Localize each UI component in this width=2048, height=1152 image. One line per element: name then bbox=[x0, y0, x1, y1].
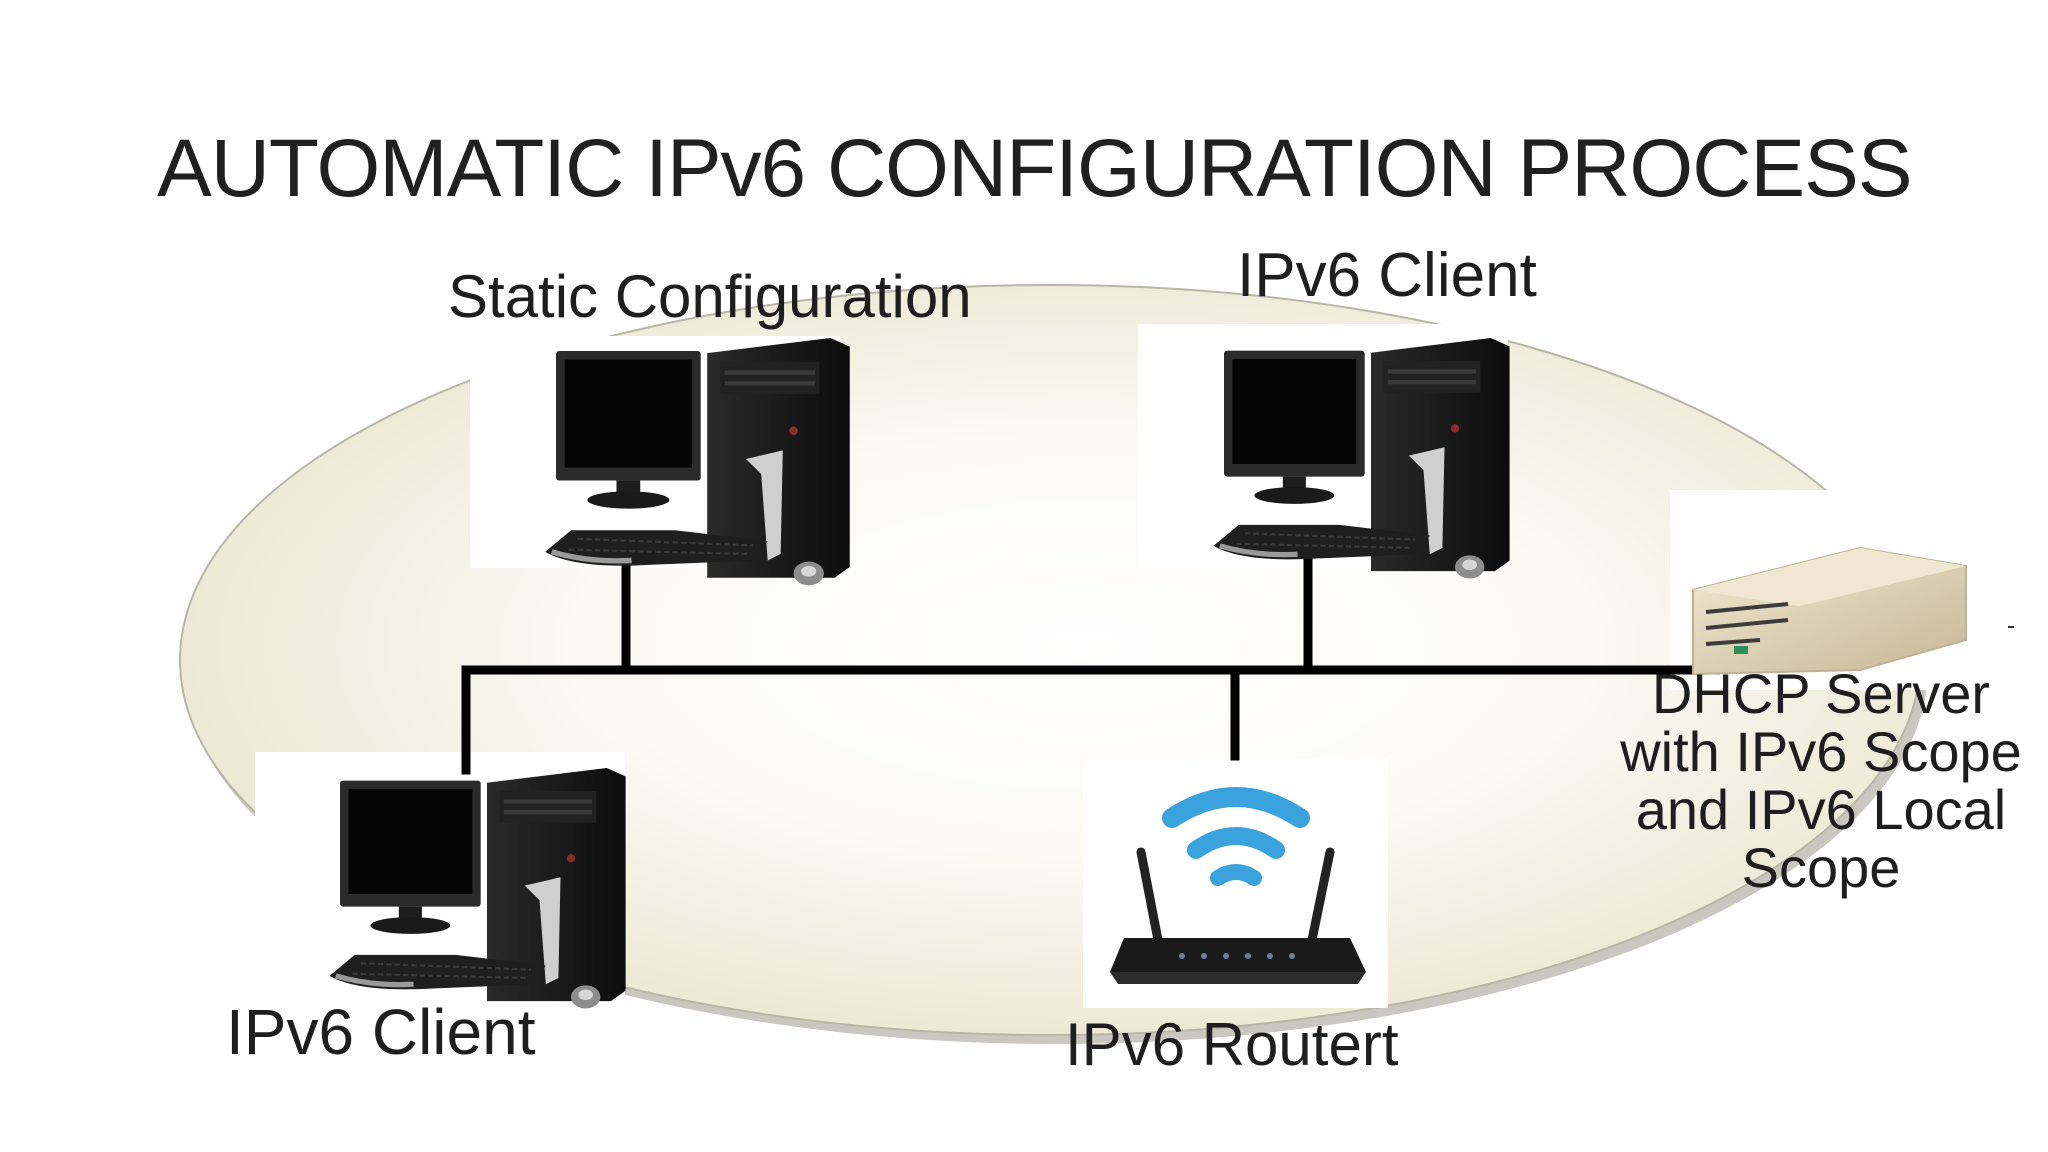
network-bus bbox=[461, 555, 1720, 775]
static-configuration-label: Static Configuration bbox=[448, 263, 972, 330]
dhcp-label-line: Scope bbox=[1741, 836, 1901, 899]
desktop-computer-icon bbox=[1214, 338, 1510, 578]
server-icon bbox=[1692, 546, 2014, 676]
dhcp-label-line: with IPv6 Scope bbox=[1620, 720, 2022, 783]
ipv6-client-bottom-label: IPv6 Client bbox=[226, 996, 536, 1068]
dhcp-server-label: DHCP Server with IPv6 Scope and IPv6 Loc… bbox=[1596, 665, 2046, 897]
wifi-router-icon bbox=[1110, 787, 1366, 984]
dhcp-label-line: DHCP Server bbox=[1651, 662, 1991, 725]
page-title: AUTOMATIC IPv6 CONFIGURATION PROCESS bbox=[157, 123, 1913, 214]
desktop-computer-icon bbox=[545, 338, 850, 585]
desktop-computer-icon bbox=[330, 768, 626, 1008]
dhcp-label-line: and IPv6 Local bbox=[1635, 778, 2007, 841]
ipv6-client-top-label: IPv6 Client bbox=[1237, 241, 1537, 310]
ipv6-router-label: IPv6 Routert bbox=[1065, 1011, 1399, 1078]
wifi-waves-icon bbox=[1162, 787, 1310, 886]
